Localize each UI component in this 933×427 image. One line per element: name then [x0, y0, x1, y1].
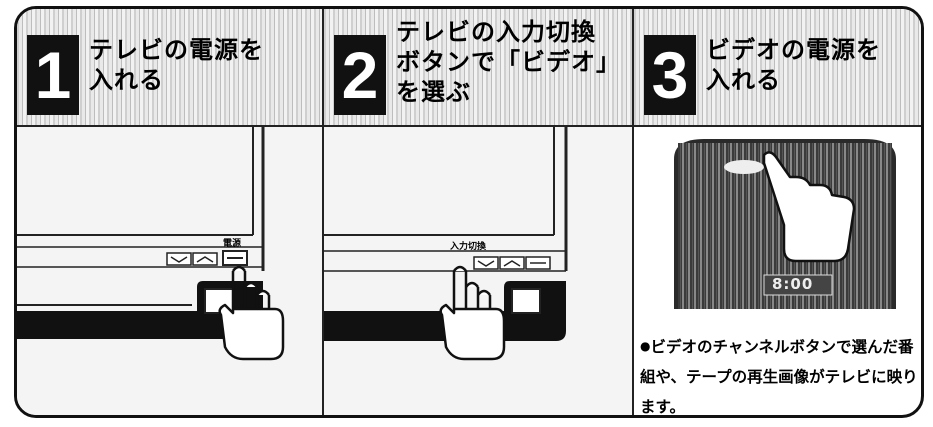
- vcr-power-illustration: [674, 139, 896, 309]
- step-1-title: テレビの電源を 入れる: [89, 36, 264, 94]
- tv-input-illustration: [324, 127, 632, 415]
- step-3-title: ビデオの電源を 入れる: [706, 36, 881, 94]
- bullet-icon: ●: [640, 339, 651, 353]
- step-3-number: 3: [644, 35, 696, 115]
- step-3-header: 3 ビデオの電源を 入れる: [634, 9, 921, 127]
- input-button-label: 入力切換: [450, 242, 487, 252]
- vcr-display: 8:00: [772, 275, 814, 293]
- step-3-panel: 3 ビデオの電源を 入れる 8:00 ●ビデオのチャンネルボタンで選んだ番組や、…: [632, 9, 921, 415]
- step-2-header: 2 テレビの入力切換 ボタンで「ビデオ」 を選ぶ: [324, 9, 632, 127]
- step-2-number: 2: [334, 35, 386, 115]
- step-2-title: テレビの入力切換 ボタンで「ビデオ」 を選ぶ: [396, 18, 621, 106]
- power-button-label: 電源: [223, 239, 242, 249]
- tv-power-illustration: [17, 127, 322, 415]
- step-3-note-text: ビデオのチャンネルボタンで選んだ番組や、テープの再生画像がテレビに映ります。: [640, 338, 918, 415]
- step-3-note: ●ビデオのチャンネルボタンで選んだ番組や、テープの再生画像がテレビに映ります。: [640, 331, 920, 415]
- instruction-frame: 1 テレビの電源を 入れる 電源 2 テレビの入力切換 ボ: [14, 6, 924, 418]
- step-2-panel: 2 テレビの入力切換 ボタンで「ビデオ」 を選ぶ 入力切換: [322, 9, 632, 415]
- step-1-panel: 1 テレビの電源を 入れる 電源: [17, 9, 322, 415]
- step-1-header: 1 テレビの電源を 入れる: [17, 9, 322, 127]
- step-1-number: 1: [27, 35, 79, 115]
